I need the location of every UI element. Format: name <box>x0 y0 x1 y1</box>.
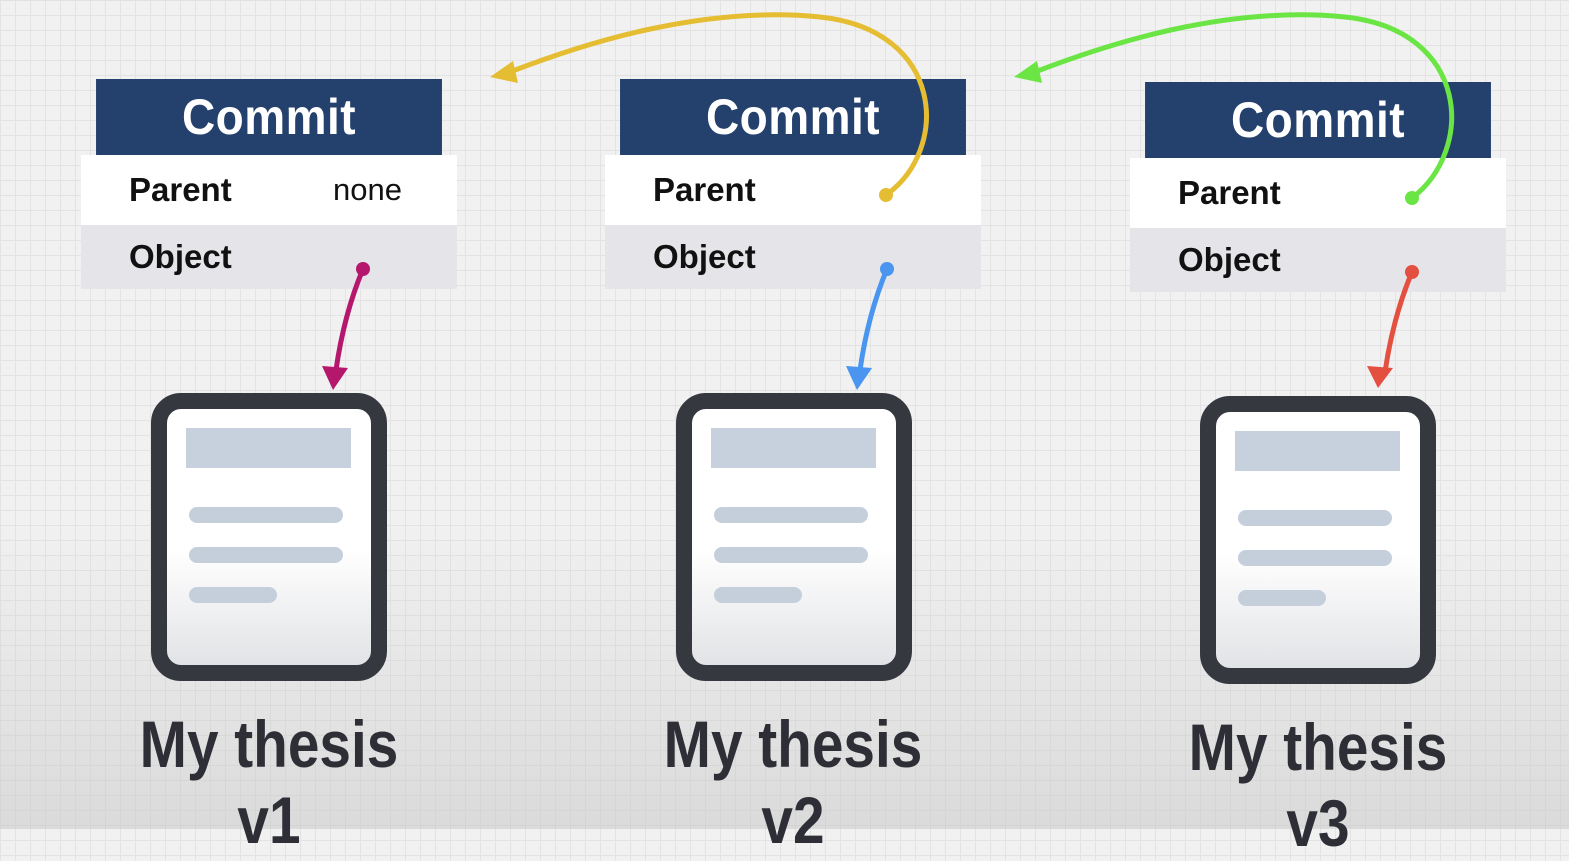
object-label: Object <box>1178 241 1281 278</box>
parent-arrow-3 <box>1014 12 1455 205</box>
object-arrowhead <box>322 366 348 390</box>
object-arrow-2 <box>846 262 894 390</box>
object-arrow-3 <box>1367 265 1419 388</box>
object-arrow-line <box>1382 269 1415 375</box>
parent-value: none <box>333 172 402 207</box>
document-icon-3 <box>1200 396 1436 684</box>
commit-header: Commit <box>1145 82 1491 158</box>
parent-label: Parent <box>129 171 232 208</box>
parent-row: Parent none <box>81 155 457 225</box>
object-label: Object <box>129 238 232 275</box>
object-label: Object <box>653 238 756 275</box>
document-line <box>714 507 868 523</box>
arrows-layer <box>322 12 1455 390</box>
object-row: Object <box>605 225 981 289</box>
commit-header: Commit <box>96 79 442 155</box>
document-caption-2: My thesis v2 <box>663 707 923 857</box>
parent-arrowhead <box>490 61 518 83</box>
document-icon-1 <box>151 393 387 681</box>
commit-header: Commit <box>620 79 966 155</box>
object-arrowhead <box>1367 366 1393 388</box>
object-row: Object <box>1130 228 1506 292</box>
parent-row: Parent <box>605 155 981 225</box>
commit-table-3: Commit Parent Object <box>1130 82 1506 292</box>
commit-table-1: Commit Parent none Object <box>81 79 457 289</box>
document-line <box>189 587 277 603</box>
document-line <box>1238 510 1392 526</box>
object-row: Object <box>81 225 457 289</box>
object-arrow-line <box>857 266 890 373</box>
parent-label: Parent <box>653 171 756 208</box>
document-icon-2 <box>676 393 912 681</box>
document-title-bar <box>1235 431 1400 471</box>
document-line <box>1238 550 1392 566</box>
parent-arrowhead <box>1014 61 1042 83</box>
parent-arrow-2 <box>490 12 929 202</box>
object-arrowhead <box>846 366 872 390</box>
document-title-bar <box>711 428 876 468</box>
document-line <box>189 547 343 563</box>
parent-arrow-line <box>507 12 929 198</box>
parent-row: Parent <box>1130 158 1506 228</box>
document-line <box>714 587 802 603</box>
commit-table-2: Commit Parent Object <box>605 79 981 289</box>
object-arrow-1 <box>322 262 370 390</box>
parent-arrow-line <box>1032 12 1455 201</box>
object-arrow-line <box>333 266 366 373</box>
document-line <box>714 547 868 563</box>
document-line <box>1238 590 1326 606</box>
document-title-bar <box>186 428 351 468</box>
parent-label: Parent <box>1178 174 1281 211</box>
document-line <box>189 507 343 523</box>
